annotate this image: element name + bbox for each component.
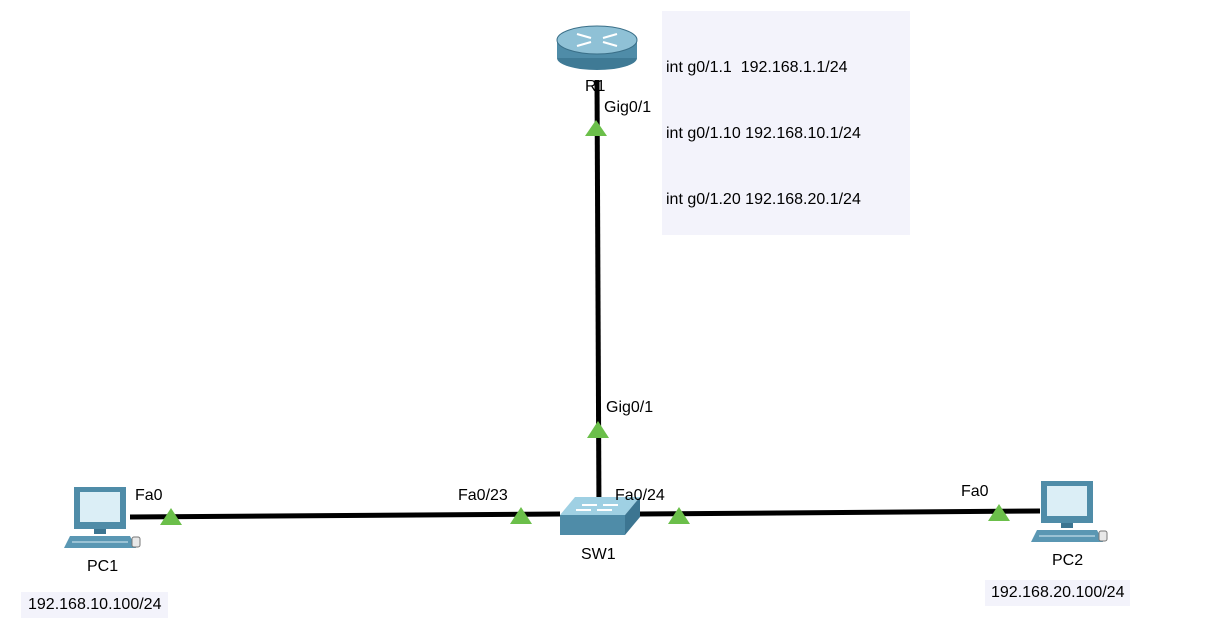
interface-label-sw1-fa24: Fa0/24 [615, 487, 665, 504]
router-icon[interactable] [556, 25, 638, 70]
router-config-note: int g0/1.1 192.168.1.1/24 int g0/1.10 19… [662, 11, 910, 235]
pc2-ip-note: 192.168.20.100/24 [985, 580, 1131, 606]
interface-label-sw1-fa23: Fa0/23 [458, 487, 508, 504]
link-up-indicator-r1 [585, 120, 607, 136]
router-config-line: int g0/1.20 192.168.20.1/24 [666, 191, 861, 208]
interface-label-r1-gig: Gig0/1 [604, 99, 652, 116]
pc1-ip-note: 192.168.10.100/24 [21, 592, 169, 618]
pc1-label: PC1 [87, 558, 119, 575]
switch-label: SW1 [581, 546, 616, 563]
pc1-icon[interactable] [64, 487, 141, 548]
interface-label-pc1-fa: Fa0 [135, 487, 163, 504]
pc2-icon[interactable] [1031, 481, 1108, 542]
pc2-label: PC2 [1052, 552, 1084, 569]
router-label: R1 [585, 78, 606, 95]
link-up-indicator-pc1 [160, 508, 182, 525]
switch-icon[interactable] [560, 497, 640, 535]
link-up-indicator-sw1-fa24 [668, 507, 690, 524]
interface-label-sw1-gig: Gig0/1 [606, 399, 654, 416]
link-up-indicator-sw1-fa23 [510, 507, 532, 524]
link-up-indicator-pc2 [988, 504, 1010, 521]
router-config-line: int g0/1.1 192.168.1.1/24 [666, 59, 848, 76]
link-up-indicator-sw1-gig [587, 421, 609, 438]
link-r1-sw1[interactable] [594, 79, 602, 516]
interface-label-pc2-fa: Fa0 [961, 483, 989, 500]
router-config-line: int g0/1.10 192.168.10.1/24 [666, 125, 861, 142]
link-sw1-pc2[interactable] [639, 508, 1041, 517]
link-pc1-sw1[interactable] [129, 511, 561, 520]
